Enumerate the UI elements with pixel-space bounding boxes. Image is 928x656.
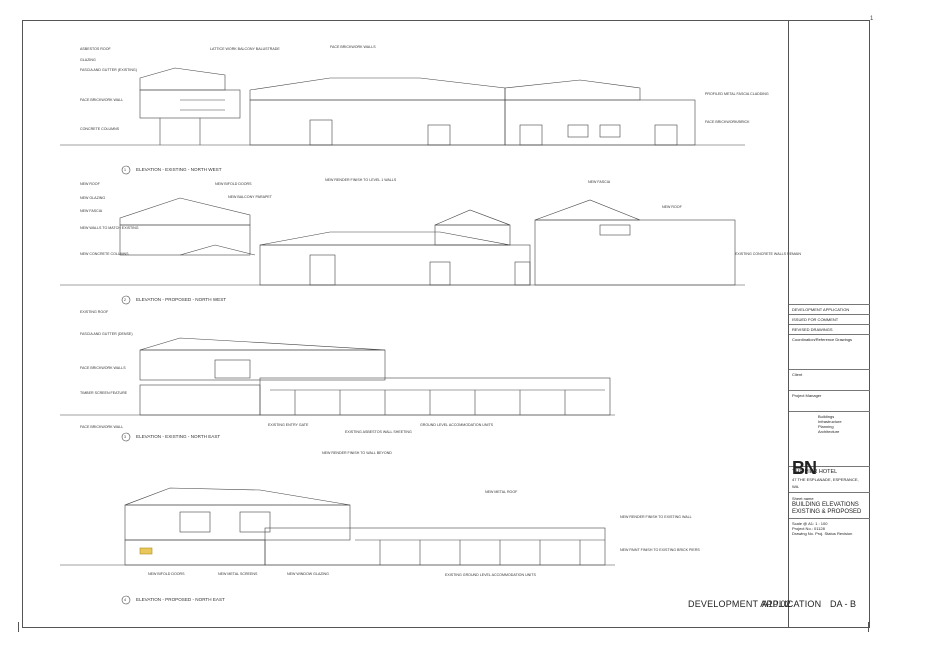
elevation-number: 2 (124, 298, 126, 302)
elevation-number: 4 (124, 598, 126, 602)
elevation-title: ELEVATION - PROPOSED - NORTH EAST (136, 597, 225, 602)
elevation-title: ELEVATION - PROPOSED - NORTH WEST (136, 297, 227, 302)
company-logo: BN (792, 458, 817, 478)
annotation: TIMBER SCREEN FEATURE (80, 391, 128, 395)
drawing-number: A10.02 (762, 599, 791, 609)
annotation: EXISTING ASBESTOS WALL SHEETING (345, 430, 412, 434)
annotation: NEW BIFOLD DOORS (148, 572, 185, 576)
annotation: NEW ROOF (662, 205, 682, 209)
annotation: NEW METAL ROOF (485, 490, 518, 494)
company-line: Planning (818, 424, 834, 429)
drawing-no-label: Drawing No. (792, 531, 815, 536)
annotation: NEW METAL SCREENS (218, 572, 258, 576)
drawing-stage: DA (830, 599, 843, 609)
annotation: NEW CONCRETE COLUMNS (80, 252, 129, 256)
crop-mark (18, 622, 19, 632)
client-field: Client (789, 369, 870, 390)
project-no-label: Project No.: (792, 526, 813, 531)
scale-bar-area (789, 20, 870, 304)
company-line: Infrastructure (818, 419, 842, 424)
elevation-1-existing-nw (60, 67, 745, 146)
elevation-3-existing-ne (60, 337, 615, 416)
annotation: FACE BRICKWORK WALLS (80, 366, 126, 370)
annotation: FACE BRICKWORK WALL (80, 98, 124, 102)
revision-note: REVISED DRAWINGS (789, 324, 870, 334)
annotation: EXISTING CONCRETE WALLS REMAIN (735, 252, 801, 256)
annotation: FASCIA AND GUTTER (DENSE) (80, 332, 133, 336)
annotation: NEW PAINT FINISH TO EXISTING BRICK PIERS (620, 548, 700, 552)
scale-label: Scale @ A1: (792, 521, 815, 526)
annotation: NEW BIFOLD DOORS (215, 182, 252, 186)
annotation: NEW RENDER FINISH TO WALL BEYOND (322, 451, 392, 455)
elevation-title: ELEVATION - EXISTING - NORTH EAST (136, 434, 221, 439)
sheet-label: Sheet name (792, 496, 814, 501)
scale-value: 1 : 100 (815, 521, 828, 526)
revision-label: Revision (836, 531, 853, 536)
elevation-4-proposed-ne (60, 487, 615, 566)
sheet-title-line2: EXISTING & PROPOSED (792, 509, 862, 515)
annotation: NEW BALCONY PARAPET (228, 195, 273, 199)
annotation: EXISTING ENTRY GATE (268, 423, 309, 427)
crop-mark (868, 622, 869, 632)
sheet-title: Sheet name BUILDING ELEVATIONS EXISTING … (789, 492, 870, 518)
elevation-2-proposed-nw (60, 197, 745, 286)
annotation: NEW WALLS TO MATCH EXISTING (80, 226, 139, 230)
revision-note: DEVELOPMENT APPLICATION (789, 304, 870, 314)
sheet-title-line1: BUILDING ELEVATIONS (792, 502, 859, 508)
project-no-value: 01128 (814, 526, 825, 531)
elevation-title: ELEVATION - EXISTING - NORTH WEST (136, 167, 222, 172)
drawing-status: DEVELOPMENT APPLICATION (688, 599, 822, 609)
company-line: Architecture (818, 429, 840, 434)
project-name: THE PIER HOTEL (792, 469, 838, 475)
annotation: NEW WINDOW GLAZING (287, 572, 329, 576)
elevation-number: 1 (124, 168, 126, 172)
page-number: 1 (870, 16, 874, 22)
annotation: PROFILED METAL FASCIA CLADDING (705, 92, 769, 96)
annotation: LATTICE WORK BALCONY BALUSTRADE (210, 47, 280, 51)
project-manager-field: Project Manager (789, 390, 870, 411)
annotation: NEW GLAZING (80, 196, 106, 200)
annotation: NEW FASCIA (588, 180, 611, 184)
annotation: NEW FASCIA (80, 209, 103, 213)
annotation: NEW RENDER FINISH TO LEVEL 1 WALLS (325, 178, 397, 182)
drawing-revision: DA - B (830, 599, 857, 609)
revision-note: ISSUED FOR COMMENT (789, 314, 870, 324)
annotation: GLAZING (80, 58, 96, 62)
annotation: EXISTING GROUND LEVEL ACCOMMODATION UNIT… (445, 573, 536, 577)
annotation: EXISTING ROOF (80, 310, 109, 314)
annotation: ASBESTOS ROOF (80, 47, 111, 51)
revision-letter: B (850, 599, 857, 609)
annotation: FACE BRICKWORK WALLS (330, 45, 376, 49)
annotation: FACE BRICKWORK/BRICK (705, 120, 750, 124)
project-address: 47 THE ESPLANADE, ESPERANCE, WA. (792, 477, 859, 489)
company-line: Buildings (818, 414, 835, 419)
project-info: THE PIER HOTEL 47 THE ESPLANADE, ESPERAN… (789, 466, 870, 492)
proj-status: Proj. Status (815, 531, 836, 536)
annotation: FASCIA AND GUTTER (EXISTING) (80, 68, 137, 72)
coordination-field: Coordination/Reference Drawings (789, 334, 870, 369)
annotation: GROUND LEVEL ACCOMMODATION UNITS (420, 423, 494, 427)
annotation: NEW ROOF (80, 182, 100, 186)
annotation: FACE BRICKWORK WALL (80, 425, 124, 429)
company-block: Buildings Infrastructure Planning Archit… (789, 411, 870, 466)
meta-fields: Scale @ A1: 1 : 100 Project No.: 01128 D… (789, 518, 870, 538)
title-block: DEVELOPMENT APPLICATION ISSUED FOR COMME… (788, 20, 870, 628)
annotation: NEW RENDER FINISH TO EXISTING WALL (620, 515, 692, 519)
annotation: CONCRETE COLUMNS (80, 127, 120, 131)
elevation-number: 3 (124, 435, 126, 439)
